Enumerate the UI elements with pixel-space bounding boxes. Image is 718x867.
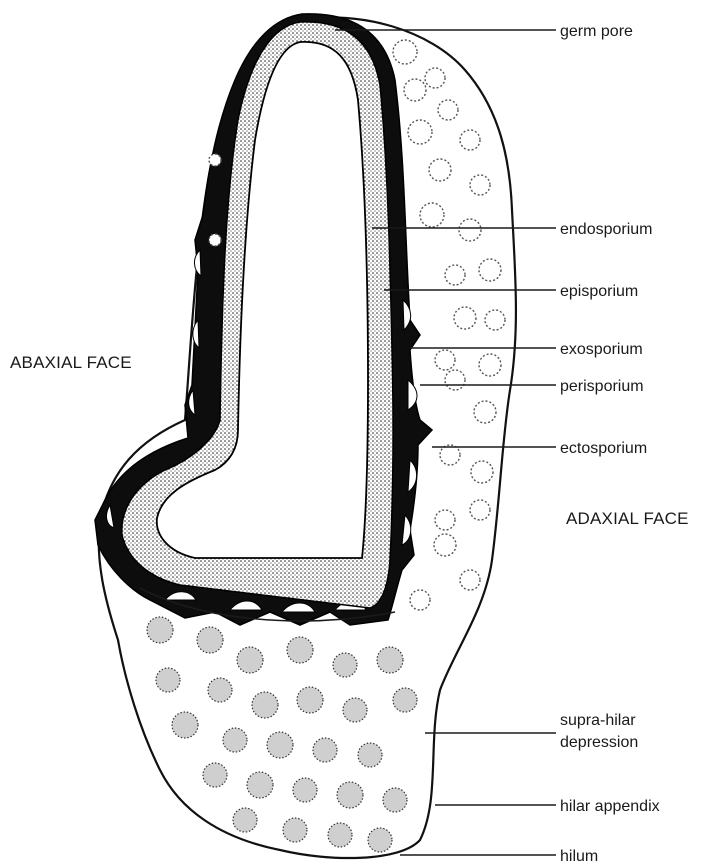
label-germ-pore: germ pore xyxy=(560,23,633,40)
label-exosporium: exosporium xyxy=(560,341,643,358)
label-adaxial-face: ADAXIAL FACE xyxy=(566,509,689,528)
label-episporium: episporium xyxy=(560,283,638,300)
label-supra-hilar: supra-hilar xyxy=(560,712,636,729)
label-hilar-appendix: hilar appendix xyxy=(560,798,660,815)
label-abaxial-face: ABAXIAL FACE xyxy=(10,353,132,372)
label-hilum: hilum xyxy=(560,848,598,865)
label-depression: depression xyxy=(560,734,638,751)
label-endosporium: endosporium xyxy=(560,221,653,238)
label-ectosporium: ectosporium xyxy=(560,440,647,457)
label-perisporium: perisporium xyxy=(560,378,644,395)
